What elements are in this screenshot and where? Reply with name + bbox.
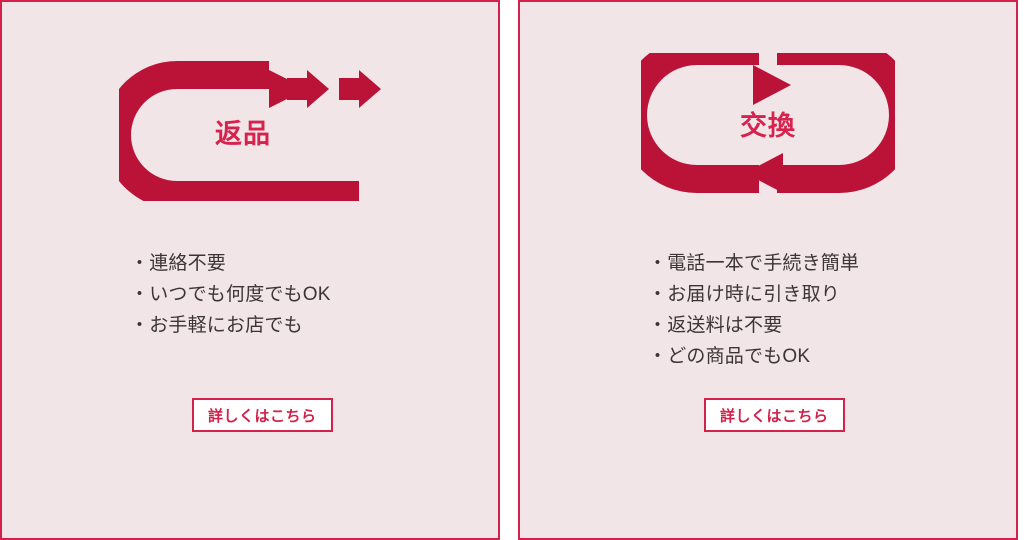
exchange-circular-arrows-icon: 交換 [641, 53, 895, 193]
exchange-details-button-label: 詳しくはこちら [720, 407, 829, 425]
return-icon-container: 返品 [2, 40, 498, 212]
return-details-button[interactable]: 詳しくはこちら [192, 398, 333, 432]
exchange-loop-left [641, 53, 759, 193]
list-item: ・いつでも何度でもOK [130, 279, 331, 310]
list-item-label: お手軽にお店でも [149, 315, 303, 336]
return-details-button-label: 詳しくはこちら [208, 407, 317, 425]
panel-exchange[interactable]: 交換 ・電話一本で手続き簡単 ・お届け時に引き取り ・返送料は不要 ・どの商品で… [518, 0, 1018, 540]
exchange-details-button[interactable]: 詳しくはこちら [704, 398, 845, 432]
bullet-marker: ・ [648, 284, 668, 305]
return-small-arrow-1 [287, 70, 329, 108]
bullet-marker: ・ [130, 315, 150, 336]
exchange-loop-right [777, 53, 895, 193]
exchange-icon-label: 交換 [740, 110, 796, 141]
return-small-arrow-2 [339, 70, 381, 108]
list-item-label: いつでも何度でもOK [149, 284, 331, 305]
list-item: ・どの商品でもOK [648, 341, 859, 372]
list-item: ・電話一本で手続き簡単 [648, 248, 859, 279]
return-feature-list: ・連絡不要 ・いつでも何度でもOK ・お手軽にお店でも [130, 248, 331, 341]
list-item-label: 返送料は不要 [667, 315, 783, 336]
bullet-marker: ・ [130, 284, 150, 305]
bullet-marker: ・ [648, 346, 668, 367]
list-item-label: 連絡不要 [149, 253, 227, 274]
list-item: ・お手軽にお店でも [130, 310, 331, 341]
exchange-arrow-head-bottom [745, 153, 783, 193]
exchange-feature-list: ・電話一本で手続き簡単 ・お届け時に引き取り ・返送料は不要 ・どの商品でもOK [648, 248, 859, 372]
bullet-marker: ・ [648, 315, 668, 336]
bullet-marker: ・ [648, 253, 668, 274]
list-item: ・返送料は不要 [648, 310, 859, 341]
return-arrow-body [119, 61, 359, 201]
list-item-label: どの商品でもOK [667, 346, 811, 367]
list-item: ・連絡不要 [130, 248, 331, 279]
panel-exchange-content: 交換 ・電話一本で手続き簡単 ・お届け時に引き取り ・返送料は不要 ・どの商品で… [520, 2, 1016, 538]
return-uturn-arrow-icon: 返品 [119, 61, 381, 201]
exchange-icon-container: 交換 [520, 44, 1016, 208]
panel-return[interactable]: 返品 ・連絡不要 ・いつでも何度でもOK ・お手軽にお店でも 詳しくはこちら [0, 0, 500, 540]
exchange-arrow-head-top [753, 65, 791, 105]
panel-return-content: 返品 ・連絡不要 ・いつでも何度でもOK ・お手軽にお店でも 詳しくはこちら [2, 2, 498, 538]
bullet-marker: ・ [130, 253, 150, 274]
list-item-label: 電話一本で手続き簡単 [667, 253, 860, 274]
list-item-label: お届け時に引き取り [667, 284, 841, 305]
list-item: ・お届け時に引き取り [648, 279, 859, 310]
return-icon-label: 返品 [215, 119, 271, 149]
